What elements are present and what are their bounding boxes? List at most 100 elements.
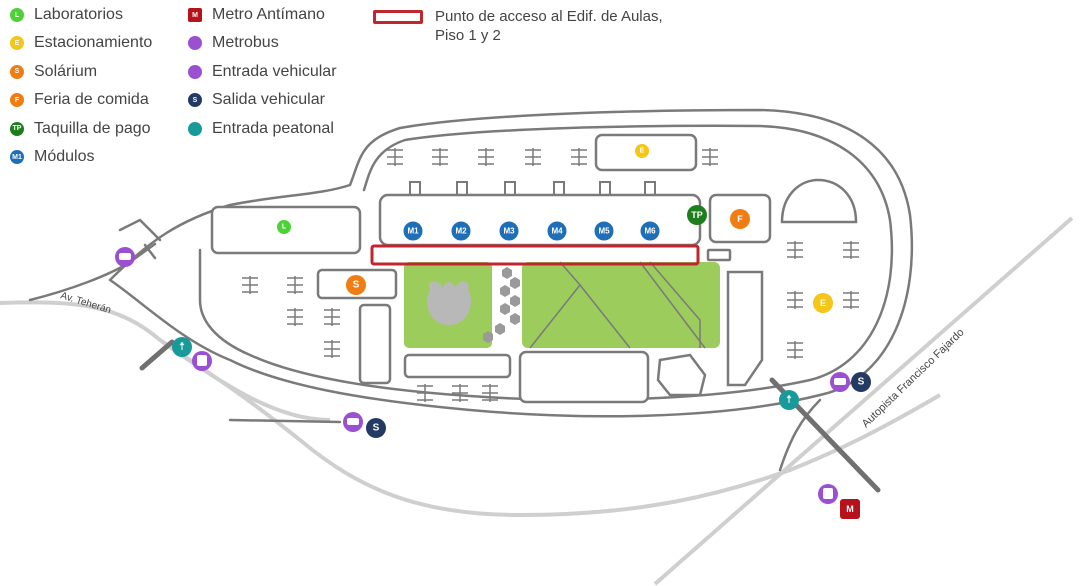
feria-de-comida-icon: F [10, 93, 24, 108]
solarium-icon: S [10, 64, 24, 79]
legend-label: Entrada peatonal [212, 119, 334, 137]
legend-label: Taquilla de pago [34, 119, 151, 137]
legend-label: Metrobus [212, 34, 279, 52]
road-label-fajardo: Autopista Francisco Fajardo [860, 326, 967, 430]
ticket-marker[interactable]: TP [687, 205, 707, 225]
access-rail [706, 248, 732, 262]
legend-item-entrada-vehicular: Entrada vehicular [188, 62, 337, 82]
svg-text:M4: M4 [551, 227, 563, 236]
legend-item-feria-de-comida: F Feria de comida [10, 90, 149, 110]
exit-road [228, 418, 342, 424]
taquilla-de-pago-icon: TP [10, 121, 24, 136]
block-a [358, 303, 392, 385]
hexagon-path [483, 267, 520, 343]
parking-top-marker[interactable]: E [635, 144, 649, 158]
food-marker[interactable]: F [730, 209, 750, 229]
legend-label: Metro Antímano [212, 6, 325, 23]
access-point-label: Punto de acceso al Edif. de Aulas, Piso … [435, 8, 663, 44]
inner-road [198, 124, 894, 402]
legend-label: Estacionamiento [34, 34, 153, 52]
module-marker-m1[interactable]: M1 [402, 220, 424, 242]
laboratorios-icon: L [10, 8, 24, 22]
highways [0, 216, 1074, 586]
highway-av-teheran [0, 300, 942, 518]
legend-label: Solárium [34, 62, 98, 80]
south-road [778, 398, 822, 472]
svg-text:M5: M5 [598, 227, 610, 236]
block-b [403, 353, 512, 379]
markers: L E E S F TP M1 M2 M3 M4 M5 M6 ☨ S ☨ S M [115, 144, 871, 519]
legend-item-metro: M Metro Antímano [188, 5, 325, 25]
legend-label: Feria de comida [34, 91, 149, 109]
metrobus-marker-east[interactable] [818, 484, 838, 504]
module-marker-m4[interactable]: M4 [546, 220, 568, 242]
svg-text:F: F [737, 214, 743, 224]
svg-text:S: S [373, 423, 380, 434]
module-marker-m2[interactable]: M2 [450, 220, 472, 242]
svg-text:☨: ☨ [179, 341, 185, 353]
module-marker-m3[interactable]: M3 [498, 220, 520, 242]
block-d [656, 353, 707, 397]
svg-text:M: M [846, 504, 854, 514]
legend-item-modulos: M1 Módulos [10, 147, 94, 167]
legend-item-solarium: S Solárium [10, 62, 97, 82]
access-point [370, 244, 700, 266]
svg-text:TP: TP [691, 210, 703, 220]
block-e [726, 270, 764, 387]
mickey-fountain [427, 281, 471, 325]
salida-vehicular-marker-south[interactable]: S [366, 418, 386, 438]
svg-text:S: S [353, 280, 360, 291]
entrada-vehicular-icon [188, 64, 202, 79]
module-tabs [409, 181, 656, 195]
legend-item-entrada-peatonal: Entrada peatonal [188, 119, 334, 139]
salida-vehicular-marker-east[interactable]: S [851, 372, 871, 392]
garden-east [522, 262, 720, 348]
svg-text:S: S [858, 377, 865, 388]
module-markers: M1 M2 M3 M4 M5 M6 [402, 220, 661, 242]
entrance-stub-1 [118, 218, 162, 242]
svg-text:L: L [282, 224, 287, 231]
metrobus-icon [188, 36, 202, 51]
module-marker-m6[interactable]: M6 [639, 220, 661, 242]
metro-icon: M [188, 8, 202, 22]
metrobus-marker-west[interactable] [192, 351, 212, 371]
svg-text:M3: M3 [503, 227, 515, 236]
svg-text:M6: M6 [644, 227, 656, 236]
legend-label: Entrada vehicular [212, 62, 337, 80]
legend-access-point: Punto de acceso al Edif. de Aulas, Piso … [373, 7, 675, 45]
entrance-road [28, 242, 157, 302]
legend-label: Módulos [34, 148, 95, 165]
svg-text:E: E [820, 298, 826, 308]
entrada-peatonal-marker-east[interactable]: ☨ [779, 390, 799, 410]
metro-marker[interactable]: M [840, 499, 860, 519]
highway-link [158, 338, 331, 422]
dome-building [780, 178, 858, 224]
entrance-stub-2 [143, 243, 157, 260]
lab-marker[interactable]: L [277, 220, 291, 234]
road-label-teheran: Av. Teherán [59, 290, 112, 316]
svg-text:☨: ☨ [786, 394, 792, 406]
svg-text:M1: M1 [407, 227, 419, 236]
entrada-vehicular-marker-east[interactable] [830, 372, 850, 392]
block-c [518, 350, 650, 404]
parking-right-marker[interactable]: E [813, 293, 833, 313]
salida-vehicular-icon: S [188, 93, 202, 108]
green-area [404, 261, 720, 349]
access-point-swatch [373, 10, 423, 24]
svg-text:M2: M2 [455, 227, 467, 236]
entrada-peatonal-marker-west[interactable]: ☨ [172, 337, 192, 357]
module-marker-m5[interactable]: M5 [593, 220, 615, 242]
entrada-vehicular-marker-south[interactable] [343, 412, 363, 432]
highway-fajardo [653, 216, 1074, 586]
parking-spaces [242, 148, 859, 402]
estacionamiento-icon: E [10, 36, 24, 51]
modulos-icon: M1 [10, 150, 24, 164]
legend-item-taquilla-de-pago: TP Taquilla de pago [10, 119, 151, 139]
entrada-vehicular-marker-west[interactable] [115, 247, 135, 267]
legend-item-estacionamiento: E Estacionamiento [10, 33, 152, 53]
entrada-peatonal-icon [188, 121, 202, 136]
solarium-marker[interactable]: S [346, 275, 366, 295]
